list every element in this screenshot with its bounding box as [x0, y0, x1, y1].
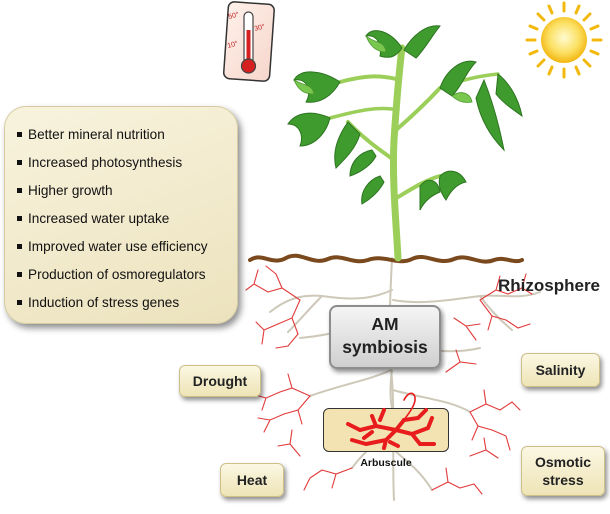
stress-heat: Heat: [220, 463, 284, 497]
benefit-item: Increased water uptake: [17, 205, 227, 233]
benefits-list: Better mineral nutrition Increased photo…: [17, 121, 227, 317]
rhizosphere-label: Rhizosphere: [498, 276, 601, 295]
benefit-item: Increased photosynthesis: [17, 149, 227, 177]
sun-icon: [525, 1, 603, 79]
stress-salinity-label: Salinity: [535, 362, 586, 378]
arbuscule-box: [323, 408, 449, 452]
thermometer-icon: 50° 30° 10°: [222, 1, 275, 82]
thermometer-scale-label: 30°: [253, 22, 265, 33]
stress-osmotic-line2: stress: [542, 472, 584, 488]
benefit-item: Better mineral nutrition: [17, 121, 227, 149]
thermometer-scale-label: 50°: [227, 10, 239, 21]
stress-osmotic: Osmotic stress: [521, 446, 605, 496]
am-symbiosis-line2: symbiosis: [342, 337, 428, 357]
benefit-item: Production of osmoregulators: [17, 261, 227, 289]
benefit-item: Higher growth: [17, 177, 227, 205]
stress-osmotic-line1: Osmotic: [534, 454, 591, 470]
thermometer-scale-label: 10°: [226, 39, 238, 50]
root-to-arbuscule: [389, 369, 393, 409]
plant-shoot: [287, 25, 523, 262]
stress-osmotic-label: Osmotic stress: [535, 453, 591, 489]
am-symbiosis-line1: AM: [371, 314, 399, 334]
stress-drought-label: Drought: [192, 373, 248, 389]
stress-drought: Drought: [179, 365, 261, 397]
am-symbiosis-box: AM symbiosis: [329, 305, 441, 369]
benefit-item: Improved water use efficiency: [17, 233, 227, 261]
stress-salinity: Salinity: [521, 353, 600, 387]
benefits-box: Better mineral nutrition Increased photo…: [4, 106, 238, 324]
soil-line: [248, 253, 524, 264]
stress-heat-label: Heat: [236, 472, 268, 488]
benefit-item: Induction of stress genes: [17, 289, 227, 317]
arbuscule-label: Arbuscule: [360, 457, 412, 469]
fungal-hyphae: [245, 265, 533, 495]
